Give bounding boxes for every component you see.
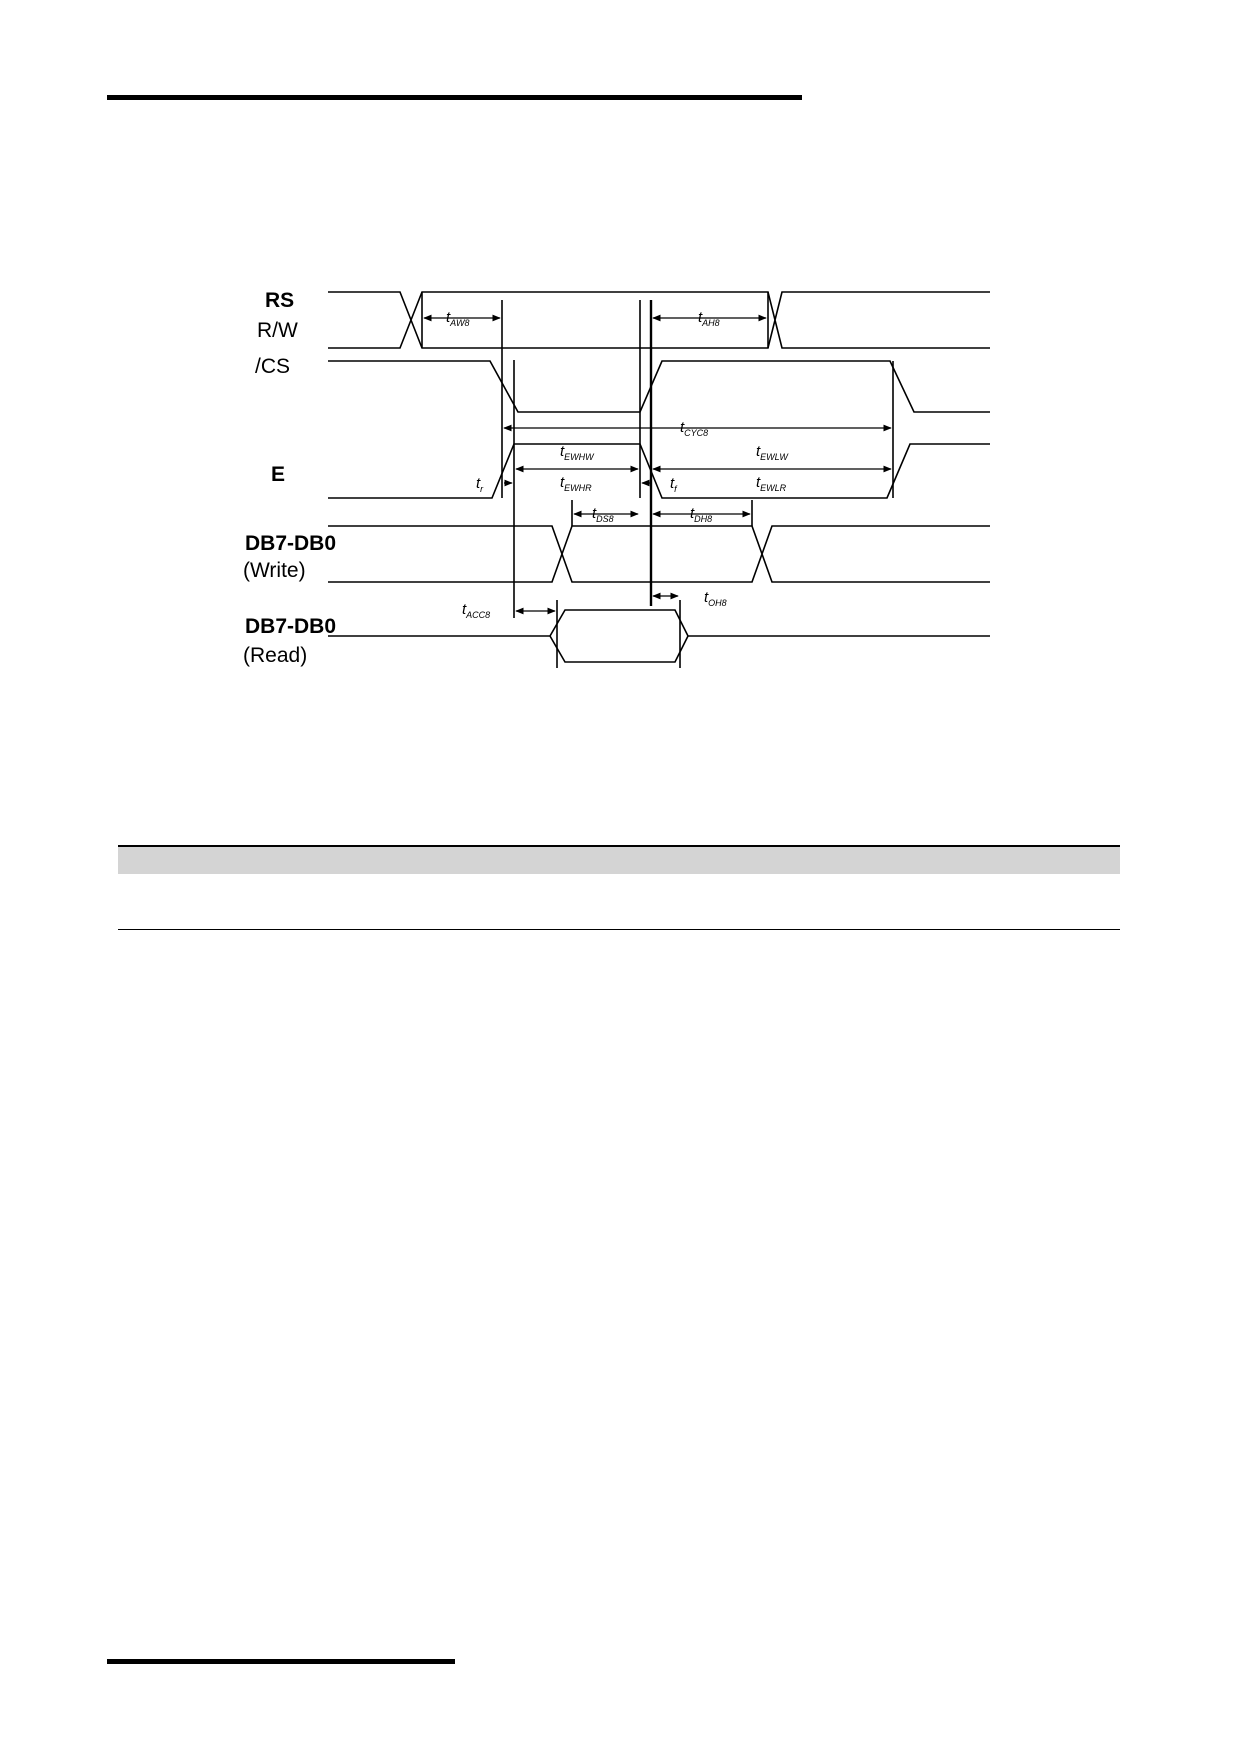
label-tcyc8: tCYC8 <box>680 419 708 438</box>
label-tf: tf <box>670 475 678 494</box>
label-tewhw: tEWHW <box>560 443 595 462</box>
label-tewlw: tEWLW <box>756 443 789 462</box>
header-cell <box>699 845 849 874</box>
signal-label-cs: /CS <box>255 355 290 378</box>
header-rule <box>107 95 802 100</box>
label-taw8: tAW8 <box>446 309 470 328</box>
signal-label-db-write: DB7-DB0 <box>245 532 336 555</box>
table-cell <box>699 930 849 1206</box>
label-tewhr: tEWHR <box>560 474 592 493</box>
label-tr: tr <box>476 475 484 494</box>
cs-waveform <box>328 360 990 413</box>
header-cell <box>576 845 699 874</box>
timing-spec-table <box>118 845 1120 1205</box>
table-cell <box>118 874 458 930</box>
table-row <box>118 930 1120 1206</box>
header-cell <box>458 845 576 874</box>
table-header-row <box>118 845 1120 874</box>
signal-label-db-write-sub: (Write) <box>243 559 306 582</box>
e-waveform <box>328 443 990 499</box>
header-cell <box>849 845 999 874</box>
table-cell <box>849 874 999 930</box>
signal-label-rw: R/W <box>257 319 298 342</box>
signal-label-e: E <box>271 463 285 486</box>
label-tacc8: tACC8 <box>462 601 490 620</box>
db-write-waveform <box>328 525 990 583</box>
label-toh8: tOH8 <box>704 589 727 608</box>
label-tdh8: tDH8 <box>690 505 712 524</box>
signal-label-rs: RS <box>265 289 294 312</box>
header-cell <box>999 845 1120 874</box>
timing-diagram: RS R/W /CS E DB7-DB0 (Write) DB7-DB0 (Re… <box>243 289 990 668</box>
table-cell <box>849 930 999 1206</box>
footer-rule <box>107 1659 455 1664</box>
signal-label-db-read: DB7-DB0 <box>245 615 336 638</box>
table-cell <box>458 874 576 930</box>
rs-rw-waveform <box>328 291 990 349</box>
table-cell <box>458 930 576 1206</box>
label-tds8: tDS8 <box>592 505 614 524</box>
table-cell <box>118 930 458 1206</box>
table-cell <box>999 930 1120 1206</box>
label-tewlr: tEWLR <box>756 474 787 493</box>
label-tah8: tAH8 <box>698 309 720 328</box>
signal-label-db-read-sub: (Read) <box>243 644 307 667</box>
table-cell <box>576 874 699 930</box>
header-cell <box>118 845 458 874</box>
table-cell <box>699 874 849 930</box>
table-cell <box>999 874 1120 930</box>
db-read-waveform <box>328 609 990 663</box>
table-row <box>118 874 1120 930</box>
table-cell <box>576 930 699 1206</box>
